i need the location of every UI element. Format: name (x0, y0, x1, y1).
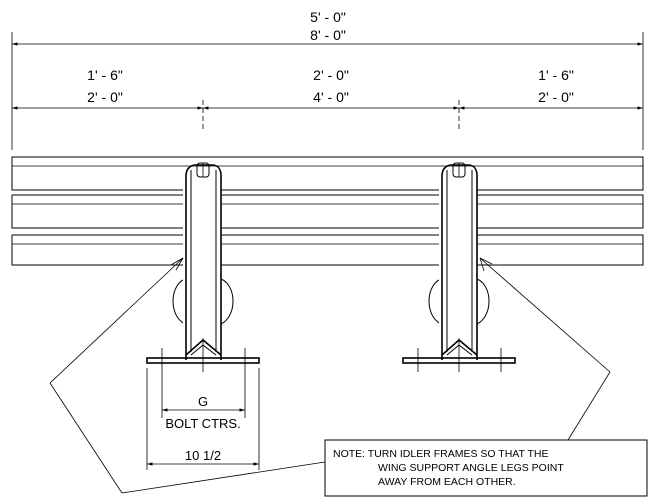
foot-dimensions: G BOLT CTRS. 10 1/2 (146, 368, 260, 470)
stringer-rails (11, 156, 644, 266)
note-leaders (49, 257, 611, 494)
gauge-label: G (198, 394, 208, 409)
right-idler-frame (402, 162, 516, 372)
overall-bottom-label: 8' - 0" (310, 27, 346, 43)
note-line-3: AWAY FROM EACH OTHER. (378, 476, 516, 488)
overall-dimension: 5' - 0" 8' - 0" (11, 9, 644, 150)
overall-top-label: 5' - 0" (310, 9, 346, 25)
foot-width-label: 10 1/2 (185, 448, 221, 463)
left-bottom-label: 2' - 0" (87, 89, 123, 105)
note-line-1: NOTE: TURN IDLER FRAMES SO THAT THE (333, 448, 548, 460)
right-bottom-label: 2' - 0" (538, 89, 574, 105)
left-idler-frame (146, 162, 260, 372)
center-top-label: 2' - 0" (313, 67, 349, 83)
right-top-label: 1' - 6" (538, 67, 574, 83)
bolt-ctrs-label: BOLT CTRS. (165, 416, 240, 431)
center-bottom-label: 4' - 0" (313, 89, 349, 105)
note-box: NOTE: TURN IDLER FRAMES SO THAT THE WING… (324, 439, 648, 497)
segment-dimension: 1' - 6" 2' - 0" 2' - 0" 4' - 0" 1' - 6" … (12, 67, 643, 130)
note-line-2: WING SUPPORT ANGLE LEGS POINT (378, 462, 564, 474)
left-top-label: 1' - 6" (87, 67, 123, 83)
